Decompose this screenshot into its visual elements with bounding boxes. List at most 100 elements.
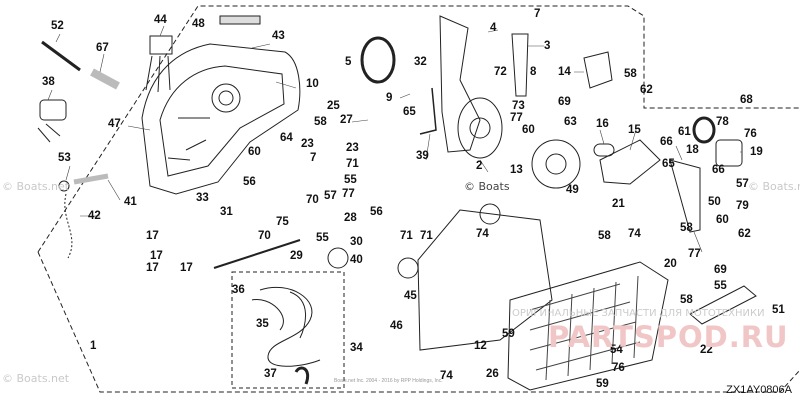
part-number[interactable]: 34 [350, 342, 363, 354]
part-number[interactable]: 53 [58, 152, 71, 164]
part-number[interactable]: 62 [738, 228, 751, 240]
part-number[interactable]: 52 [51, 20, 64, 32]
part-number[interactable]: 23 [346, 142, 359, 154]
part-number[interactable]: 39 [416, 150, 429, 162]
part-number[interactable]: 59 [596, 378, 609, 390]
part-number[interactable]: 77 [342, 188, 355, 200]
part-number[interactable]: 16 [596, 118, 609, 130]
part-number[interactable]: 60 [522, 124, 535, 136]
part-number[interactable]: 71 [420, 230, 433, 242]
part-number[interactable]: 18 [686, 144, 699, 156]
part-number[interactable]: 26 [486, 368, 499, 380]
part-number[interactable]: 77 [510, 112, 523, 124]
part-number[interactable]: 66 [712, 164, 725, 176]
part-number[interactable]: 41 [124, 196, 137, 208]
part-number[interactable]: 55 [316, 232, 329, 244]
part-number[interactable]: 23 [301, 138, 314, 150]
part-number[interactable]: 19 [750, 146, 763, 158]
part-number[interactable]: 50 [708, 196, 721, 208]
part-number[interactable]: 69 [714, 264, 727, 276]
part-number[interactable]: 74 [628, 228, 641, 240]
part-number[interactable]: 76 [612, 362, 625, 374]
part-number[interactable]: 54 [610, 344, 623, 356]
part-number[interactable]: 15 [628, 124, 641, 136]
part-number[interactable]: 74 [440, 370, 453, 382]
part-number[interactable]: 43 [272, 30, 285, 42]
part-number[interactable]: 40 [350, 254, 363, 266]
part-number[interactable]: 7 [534, 8, 541, 20]
part-number[interactable]: 21 [612, 198, 625, 210]
part-number[interactable]: 68 [740, 94, 753, 106]
part-number[interactable]: 70 [258, 230, 271, 242]
part-number[interactable]: 67 [96, 42, 109, 54]
part-number[interactable]: 4 [490, 22, 497, 34]
part-number[interactable]: 8 [530, 66, 537, 78]
part-number[interactable]: 35 [256, 318, 269, 330]
part-number[interactable]: 10 [306, 78, 319, 90]
part-number[interactable]: 58 [598, 230, 611, 242]
part-number[interactable]: 71 [346, 158, 359, 170]
part-number[interactable]: 14 [558, 66, 571, 78]
part-number[interactable]: 55 [344, 174, 357, 186]
part-number[interactable]: 36 [232, 284, 245, 296]
part-number[interactable]: 3 [544, 40, 551, 52]
part-number[interactable]: 76 [744, 128, 757, 140]
part-number[interactable]: 57 [324, 190, 337, 202]
part-number[interactable]: 7 [310, 152, 317, 164]
part-number[interactable]: 17 [146, 262, 159, 274]
part-number[interactable]: 1 [90, 340, 97, 352]
part-number[interactable]: 65 [403, 106, 416, 118]
part-number[interactable]: 5 [345, 56, 352, 68]
part-number[interactable]: 28 [344, 212, 357, 224]
part-number[interactable]: 60 [248, 146, 261, 158]
part-number[interactable]: 79 [736, 200, 749, 212]
part-number[interactable]: 63 [564, 116, 577, 128]
part-number[interactable]: 51 [772, 304, 785, 316]
part-number[interactable]: 45 [404, 290, 417, 302]
part-number[interactable]: 69 [558, 96, 571, 108]
part-number[interactable]: 78 [716, 116, 729, 128]
part-number[interactable]: 61 [678, 126, 691, 138]
part-number[interactable]: 64 [280, 132, 293, 144]
part-number[interactable]: 2 [476, 160, 483, 172]
part-number[interactable]: 17 [180, 262, 193, 274]
part-number[interactable]: 77 [688, 248, 701, 260]
part-number[interactable]: 12 [474, 340, 487, 352]
part-number[interactable]: 58 [680, 222, 693, 234]
part-number[interactable]: 9 [386, 92, 393, 104]
part-number[interactable]: 31 [220, 206, 233, 218]
part-number[interactable]: 62 [640, 84, 653, 96]
part-number[interactable]: 25 [327, 100, 340, 112]
part-number[interactable]: 71 [400, 230, 413, 242]
part-number[interactable]: 30 [350, 236, 363, 248]
part-number[interactable]: 22 [700, 344, 713, 356]
part-number[interactable]: 47 [108, 118, 121, 130]
part-number[interactable]: 33 [196, 192, 209, 204]
part-number[interactable]: 72 [494, 66, 507, 78]
part-number[interactable]: 60 [716, 214, 729, 226]
part-number[interactable]: 37 [264, 368, 277, 380]
part-number[interactable]: 42 [88, 210, 101, 222]
part-number[interactable]: 46 [390, 320, 403, 332]
part-number[interactable]: 44 [154, 14, 167, 26]
part-number[interactable]: 57 [736, 178, 749, 190]
part-number[interactable]: 38 [42, 76, 55, 88]
part-number[interactable]: 56 [243, 176, 256, 188]
part-number[interactable]: 75 [276, 216, 289, 228]
part-number[interactable]: 66 [660, 136, 673, 148]
part-number[interactable]: 74 [476, 228, 489, 240]
part-number[interactable]: 55 [714, 280, 727, 292]
part-number[interactable]: 56 [370, 206, 383, 218]
part-number[interactable]: 27 [340, 114, 353, 126]
part-number[interactable]: 17 [146, 230, 159, 242]
part-number[interactable]: 58 [314, 116, 327, 128]
part-number[interactable]: 65 [662, 158, 675, 170]
part-number[interactable]: 48 [192, 18, 205, 30]
part-number[interactable]: 20 [664, 258, 677, 270]
part-number[interactable]: 59 [502, 328, 515, 340]
part-number[interactable]: 58 [624, 68, 637, 80]
part-number[interactable]: 49 [566, 184, 579, 196]
part-number[interactable]: 32 [414, 56, 427, 68]
part-number[interactable]: 70 [306, 194, 319, 206]
part-number[interactable]: 17 [150, 250, 163, 262]
